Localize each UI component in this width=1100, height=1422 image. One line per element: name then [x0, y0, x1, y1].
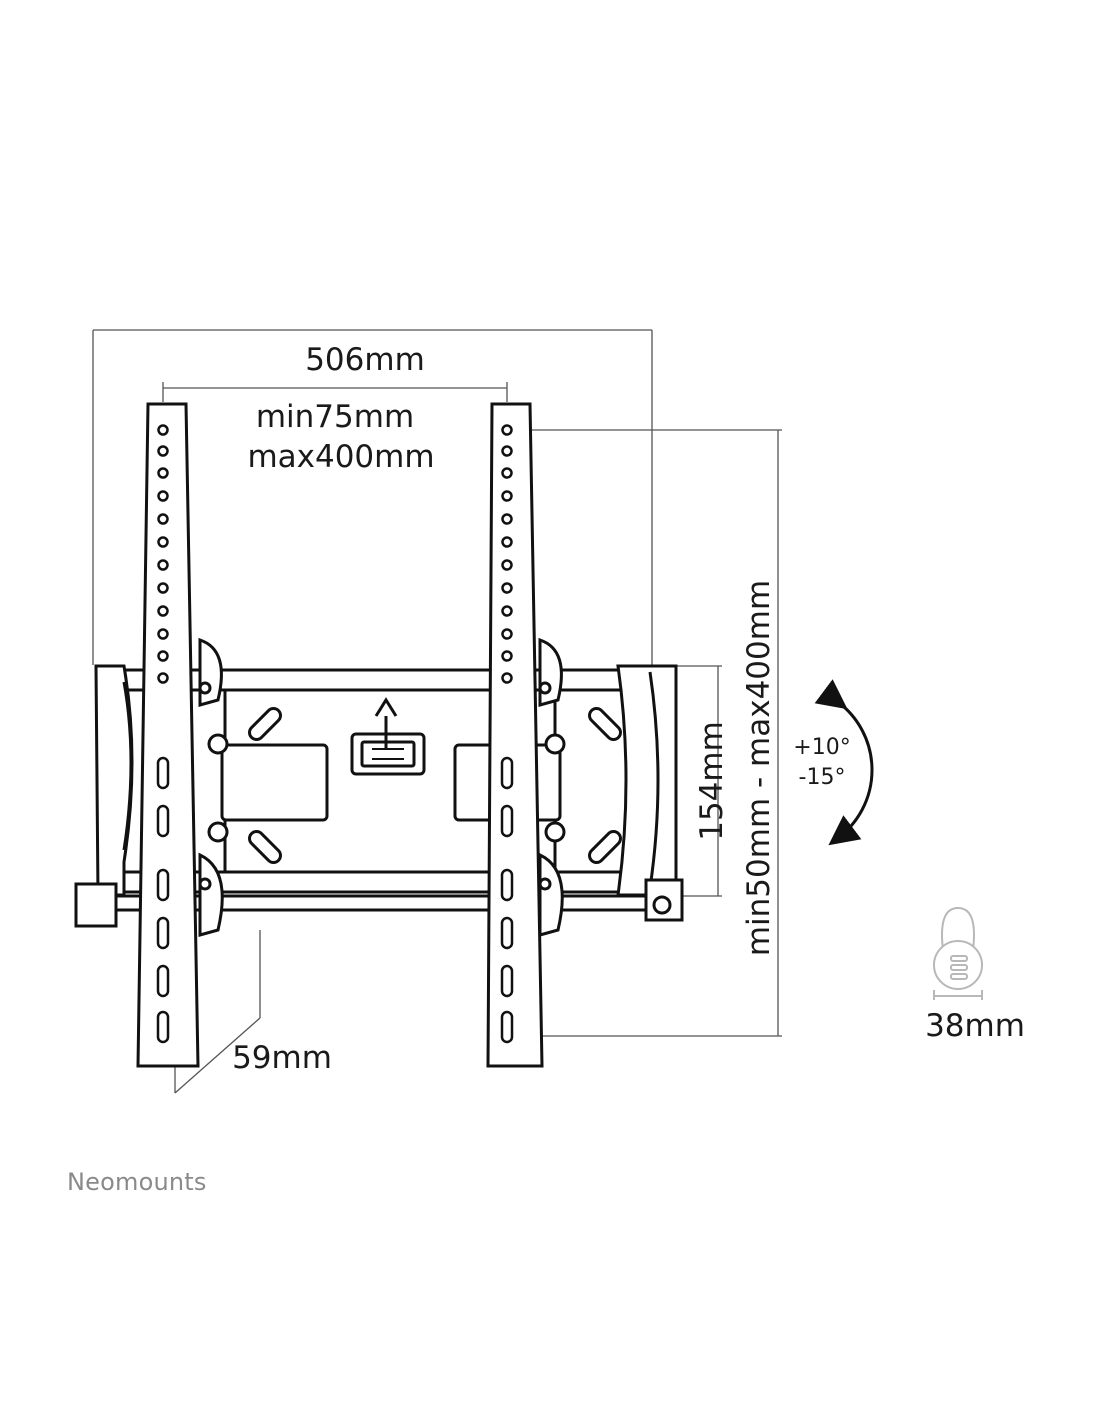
vesa-height-label: min50mm - max400mm — [741, 580, 777, 956]
overall-width-label: 506mm — [305, 342, 425, 378]
rail-hooks — [198, 637, 564, 937]
rail-slots — [156, 756, 514, 1044]
side-bracket-left — [74, 664, 229, 928]
thickness-profile-icon — [933, 906, 983, 1000]
frame-height-label: 154mm — [694, 721, 730, 841]
depth-label: 59mm — [232, 1040, 332, 1076]
tilt-down-label: -15° — [799, 765, 846, 790]
tilt-up-label: +10° — [793, 735, 850, 760]
thickness-label: 38mm — [925, 1008, 1025, 1044]
dimension-lines — [92, 329, 782, 1094]
rail-holes — [157, 424, 513, 684]
vertical-rail-left — [136, 402, 200, 1068]
tilt-arrow-icon — [814, 679, 874, 846]
side-bracket-right — [544, 664, 684, 922]
up-arrow-icon — [374, 697, 398, 750]
brand-logo: Neomounts — [67, 1168, 207, 1196]
vertical-rail-right — [486, 402, 544, 1068]
vesa-width-min-label: min75mm — [256, 399, 414, 435]
tilt-indicator: +10° -15° — [793, 679, 874, 846]
vesa-width-max-label: max400mm — [247, 439, 434, 475]
